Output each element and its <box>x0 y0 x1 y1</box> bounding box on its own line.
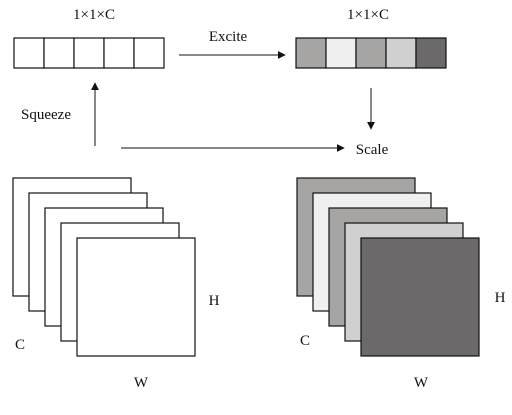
right-vector-cell-2 <box>325 37 357 69</box>
left-vector-cell-4 <box>103 37 135 69</box>
left-height-label: H <box>209 293 220 309</box>
left-width-label: W <box>134 375 149 391</box>
right-vector-cell-3 <box>355 37 387 69</box>
right-height-label: H <box>495 290 506 306</box>
scaled-feature-map-stack <box>296 177 480 357</box>
excited-channel-vector <box>295 37 447 69</box>
left-vector-dimension-label: 1×1×C <box>73 7 115 23</box>
right-channel-label: C <box>300 333 310 349</box>
left-channel-label: C <box>15 337 25 353</box>
scale-label: Scale <box>356 142 389 158</box>
left-vector-cell-2 <box>43 37 75 69</box>
left-vector-cell-1 <box>13 37 45 69</box>
input-feature-map-stack <box>12 177 196 357</box>
left-feature-map-slice-5 <box>76 237 196 357</box>
right-width-label: W <box>414 375 429 391</box>
squeezed-channel-vector <box>13 37 165 69</box>
right-vector-cell-5 <box>415 37 447 69</box>
right-vector-cell-4 <box>385 37 417 69</box>
right-vector-dimension-label: 1×1×C <box>347 7 389 23</box>
right-vector-cell-1 <box>295 37 327 69</box>
left-vector-cell-5 <box>133 37 165 69</box>
excite-label: Excite <box>209 29 248 45</box>
right-feature-map-slice-5 <box>360 237 480 357</box>
squeeze-label: Squeeze <box>21 107 71 123</box>
left-vector-cell-3 <box>73 37 105 69</box>
